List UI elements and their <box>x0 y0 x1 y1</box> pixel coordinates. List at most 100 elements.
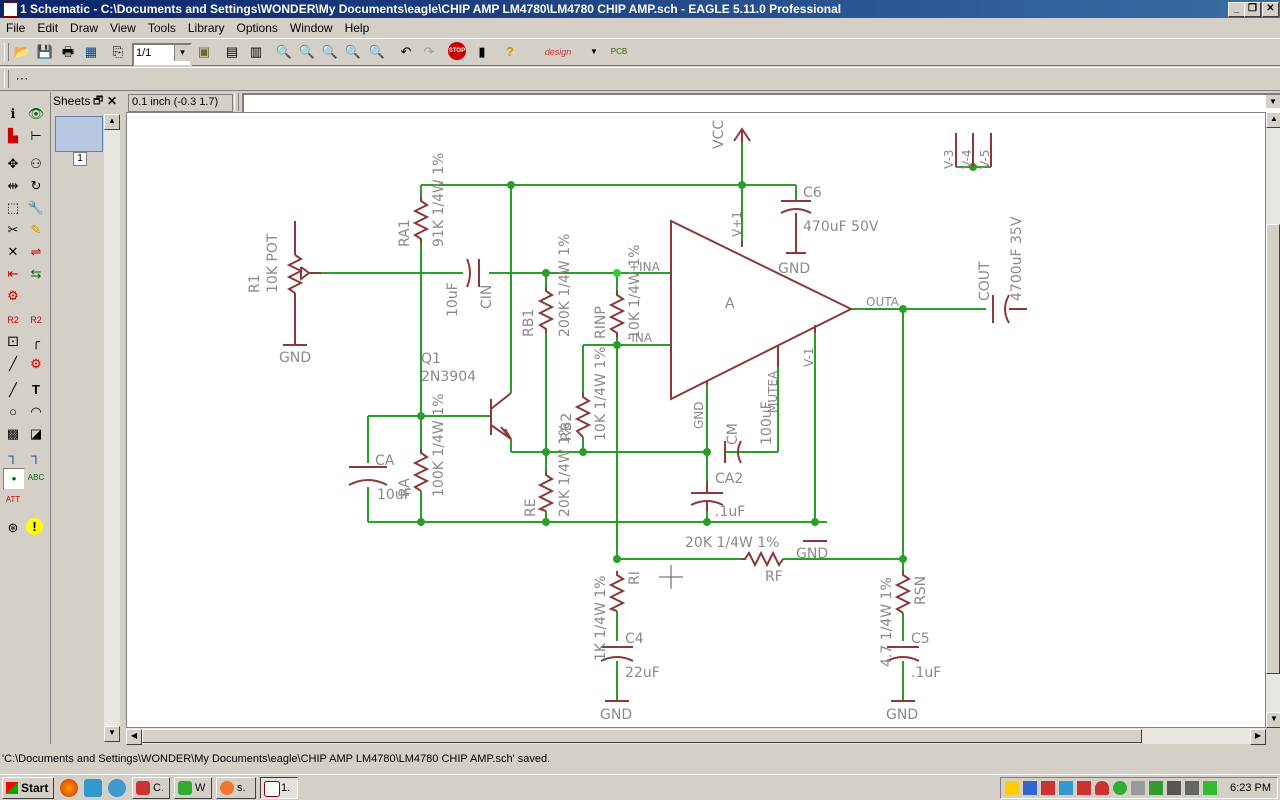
info-icon[interactable]: ℹ <box>10 106 16 121</box>
scroll-right-icon[interactable]: ▶ <box>1250 729 1266 745</box>
erc-icon[interactable]: ⊛ <box>7 520 19 535</box>
split-icon[interactable]: ⚙ <box>7 288 19 303</box>
schematic-canvas[interactable]: VCC C6 470uF 50V GND V+1 V-3 V-4 V-5 COU… <box>126 112 1266 728</box>
firefox-icon[interactable] <box>60 779 78 797</box>
update-icon[interactable] <box>1113 781 1127 795</box>
replace-icon[interactable]: ⇤ <box>7 266 19 281</box>
shield-icon[interactable] <box>1095 781 1109 795</box>
sheet-icon[interactable]: ⎘ <box>112 44 124 59</box>
battery-icon[interactable] <box>1185 781 1199 795</box>
network-icon[interactable] <box>1059 781 1073 795</box>
polygon-icon[interactable]: ◪ <box>29 426 43 441</box>
scroll-down-icon[interactable]: ▼ <box>104 726 120 742</box>
toolbar-grip[interactable] <box>4 70 9 88</box>
display-icon[interactable] <box>1023 781 1037 795</box>
horizontal-scroll-thumb[interactable] <box>142 729 1142 743</box>
taskbar-item[interactable]: C. <box>132 777 170 799</box>
paste-icon[interactable]: ✂ <box>7 222 19 237</box>
scroll-down-icon[interactable]: ▼ <box>1266 712 1280 728</box>
horizontal-scrollbar[interactable]: ◀ ▶ <box>126 728 1266 745</box>
mark-icon[interactable]: ⊢ <box>30 128 42 143</box>
help-icon[interactable]: ? <box>506 44 514 59</box>
lan-icon[interactable] <box>1149 781 1163 795</box>
grid-icon[interactable]: ⋯ <box>15 71 29 86</box>
rect-icon[interactable]: ▩ <box>6 426 20 441</box>
move-icon[interactable]: ✥ <box>7 156 19 171</box>
group-icon[interactable]: ⬚ <box>6 200 20 215</box>
security-icon[interactable] <box>1005 781 1019 795</box>
ie-icon[interactable] <box>84 779 102 797</box>
copy-icon[interactable]: ⚇ <box>30 156 42 171</box>
zoom-fit-icon[interactable]: 🔍 <box>275 44 293 59</box>
menu-window[interactable]: Window <box>289 21 333 35</box>
redraw-icon[interactable]: 🔍 <box>344 44 362 59</box>
net-icon[interactable]: ┐ <box>31 448 41 463</box>
menu-file[interactable]: File <box>6 21 26 35</box>
wire-icon[interactable]: ╱ <box>9 382 17 397</box>
menu-edit[interactable]: Edit <box>37 21 59 35</box>
chevron-down-icon[interactable]: ▼ <box>1266 95 1280 108</box>
scroll-left-icon[interactable]: ◀ <box>126 729 142 745</box>
command-input[interactable]: ▼ <box>242 93 1280 114</box>
zoom-select-icon[interactable]: 🔍 <box>368 44 386 59</box>
schematic-drawing[interactable]: VCC C6 470uF 50V GND V+1 V-3 V-4 V-5 COU… <box>127 113 1266 728</box>
menu-help[interactable]: Help <box>344 21 370 35</box>
chevron-down-icon[interactable]: ▼ <box>590 47 598 56</box>
media-player-icon[interactable] <box>108 779 126 797</box>
delete-icon[interactable]: ✎ <box>30 222 42 237</box>
save-icon[interactable]: 💾 <box>36 44 54 59</box>
menu-view[interactable]: View <box>110 21 136 35</box>
zoom-in-icon[interactable]: 🔍 <box>298 44 316 59</box>
open-icon[interactable]: 📂 <box>13 44 31 59</box>
toolbar-grip[interactable] <box>4 43 9 61</box>
junction-icon[interactable]: • <box>3 468 25 490</box>
tpm-icon[interactable] <box>1041 781 1055 795</box>
taskbar-item-eagle[interactable]: 1. <box>260 777 298 799</box>
invoke-icon[interactable]: ⚙ <box>30 356 42 371</box>
stop-icon[interactable]: STOP <box>448 42 466 60</box>
script-icon[interactable]: ▤ <box>225 44 239 59</box>
text-icon[interactable]: T <box>32 382 40 397</box>
ulp-icon[interactable]: ▥ <box>249 44 263 59</box>
nvidia-icon[interactable] <box>1203 781 1217 795</box>
float-icon[interactable]: 🗗 <box>93 95 104 107</box>
split-wire-icon[interactable]: ╱ <box>9 356 17 371</box>
name-icon[interactable]: R2 <box>7 315 19 325</box>
chevron-down-icon[interactable]: ▼ <box>174 45 190 61</box>
design-link-icon[interactable]: design <box>544 47 572 57</box>
zoom-out-icon[interactable]: 🔍 <box>321 44 339 59</box>
board-icon[interactable]: ▣ <box>197 44 211 59</box>
value-icon[interactable]: R2 <box>30 315 42 325</box>
monitor-icon[interactable] <box>1167 781 1181 795</box>
change-icon[interactable]: 🔧 <box>27 200 45 215</box>
menu-tools[interactable]: Tools <box>147 21 176 35</box>
restore-button[interactable]: ❐ <box>1244 2 1261 17</box>
gateswap-icon[interactable]: ⇆ <box>30 266 42 281</box>
circle-icon[interactable]: ○ <box>9 404 17 419</box>
safely-remove-icon[interactable] <box>1131 781 1145 795</box>
pcb-quote-icon[interactable]: PCB <box>610 47 628 56</box>
start-button[interactable]: Start <box>2 777 54 799</box>
menu-draw[interactable]: Draw <box>70 21 99 35</box>
network-disconnected-icon[interactable] <box>1077 781 1091 795</box>
sheets-scrollbar[interactable]: ▲ ▼ <box>104 114 120 742</box>
close-icon[interactable]: ✕ <box>107 94 118 108</box>
sheet-thumbnail[interactable] <box>55 116 103 152</box>
pinswap-icon[interactable]: ⇌ <box>30 244 42 259</box>
attribute-icon[interactable]: ATT <box>5 495 21 504</box>
go-icon[interactable]: ▮ <box>478 44 486 59</box>
smash-icon[interactable]: ⚀ <box>7 334 19 349</box>
mirror-icon[interactable]: ⇹ <box>7 178 19 193</box>
minimize-button[interactable]: _ <box>1228 2 1245 17</box>
sheet-select[interactable]: 1/1 ▼ <box>132 43 192 67</box>
eagle-app-icon[interactable] <box>3 2 18 17</box>
vertical-scrollbar[interactable]: ▲ ▼ <box>1266 112 1280 728</box>
display-icon[interactable]: ▙ <box>8 128 18 143</box>
arc-icon[interactable]: ◠ <box>30 404 42 419</box>
rotate-icon[interactable]: ↻ <box>30 178 42 193</box>
print-icon[interactable]: 🖶 <box>61 44 75 59</box>
label-icon[interactable]: ABC <box>27 473 45 482</box>
miter-icon[interactable]: ╭ <box>32 334 40 349</box>
show-icon[interactable]: 👁 <box>27 106 45 121</box>
close-button[interactable]: ✕ <box>1262 2 1279 17</box>
